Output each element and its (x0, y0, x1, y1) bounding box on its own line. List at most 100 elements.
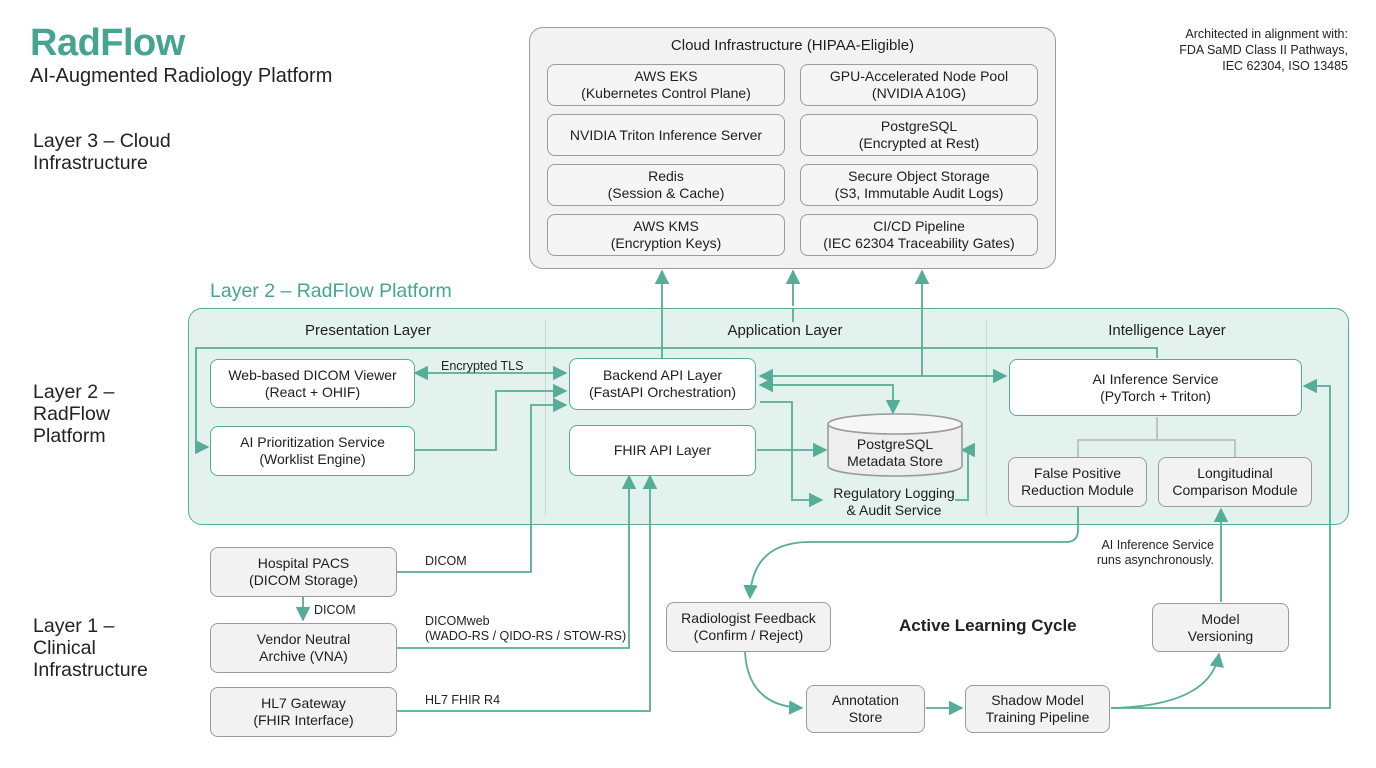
box-subtitle: (NVIDIA A10G) (871, 85, 967, 101)
box-title: Model (1201, 610, 1240, 627)
layer1-label: Layer 1 – Clinical Infrastructure (33, 615, 148, 681)
box-title: Secure Object Storage (848, 168, 990, 184)
gpu-node-pool-box[interactable]: GPU-Accelerated Node Pool (NVIDIA A10G) (800, 64, 1038, 106)
box-title: PostgreSQL (880, 118, 958, 134)
intelligence-layer-heading: Intelligence Layer (1108, 322, 1226, 339)
box-title: Regulatory Logging (833, 485, 955, 501)
box-title: AWS KMS (633, 218, 699, 234)
box-title: PostgreSQL (856, 436, 934, 452)
box-subtitle: Reduction Module (1021, 482, 1134, 498)
vna-box[interactable]: Vendor Neutral Archive (VNA) (210, 623, 397, 673)
box-title: GPU-Accelerated Node Pool (829, 68, 1009, 84)
layer1-label-line: Clinical (33, 637, 96, 659)
aws-kms-box[interactable]: AWS KMS (Encryption Keys) (547, 214, 785, 256)
platform-title: Layer 2 – RadFlow Platform (210, 280, 452, 302)
box-subtitle: (Encryption Keys) (610, 235, 722, 251)
dicomweb-label-line: (WADO-RS / QIDO-RS / STOW-RS) (425, 629, 627, 643)
dicomweb-label: DICOMweb (WADO-RS / QIDO-RS / STOW-RS) (425, 614, 626, 644)
false-positive-module-box[interactable]: False Positive Reduction Module (1008, 457, 1147, 507)
async-note-line: AI Inference Service (1101, 538, 1214, 552)
model-versioning-box[interactable]: Model Versioning (1152, 603, 1289, 652)
box-title: Vendor Neutral (256, 631, 351, 647)
dicomweb-label-line: DICOMweb (425, 614, 490, 628)
layer3-label-line: Layer 3 – Cloud (33, 130, 171, 152)
box-subtitle: (Encrypted at Rest) (858, 135, 980, 151)
annotation-store-box[interactable]: Annotation Store (806, 685, 925, 733)
box-subtitle: Training Pipeline (985, 709, 1090, 725)
brand-logo: RadFlow (30, 22, 185, 64)
box-title: FHIR API Layer (613, 442, 712, 458)
box-subtitle: Versioning (1187, 627, 1254, 644)
cloud-panel-title: Cloud Infrastructure (HIPAA-Eligible) (670, 37, 915, 54)
layer1-label-line: Infrastructure (33, 659, 148, 681)
postgres-cloud-box[interactable]: PostgreSQL (Encrypted at Rest) (800, 114, 1038, 156)
dicom-viewer-box[interactable]: Web-based DICOM Viewer (React + OHIF) (210, 359, 415, 408)
encrypted-tls-label: Encrypted TLS (441, 359, 524, 373)
fhir-api-box[interactable]: FHIR API Layer (569, 425, 756, 476)
dicom-pacs-label: DICOM (425, 554, 467, 568)
layer-divider (986, 320, 987, 515)
aws-eks-box[interactable]: AWS EKS (Kubernetes Control Plane) (547, 64, 785, 106)
feedback-to-annotation-line (744, 651, 804, 715)
compliance-note-line: IEC 62304, ISO 13485 (1222, 59, 1348, 73)
layer3-label: Layer 3 – Cloud Infrastructure (33, 130, 171, 174)
box-title: AI Prioritization Service (240, 434, 385, 450)
box-subtitle: (FastAPI Orchestration) (588, 384, 737, 400)
box-subtitle: (FHIR Interface) (253, 712, 354, 728)
compliance-note-line: FDA SaMD Class II Pathways, (1179, 43, 1348, 57)
shadow-training-box[interactable]: Shadow Model Training Pipeline (965, 685, 1110, 733)
shadow-to-versioning-line (1110, 652, 1224, 709)
layer2-label-line: Layer 2 – (33, 381, 115, 403)
ai-inference-service-box[interactable]: AI Inference Service (PyTorch + Triton) (1009, 359, 1302, 416)
hospital-pacs-box[interactable]: Hospital PACS (DICOM Storage) (210, 547, 397, 597)
box-subtitle: (Session & Cache) (607, 185, 725, 201)
box-subtitle: & Audit Service (846, 502, 942, 518)
layer2-label: Layer 2 – RadFlow Platform (33, 381, 114, 447)
box-subtitle: Store (848, 709, 883, 725)
box-subtitle: Archive (VNA) (259, 648, 348, 664)
triton-server-box[interactable]: NVIDIA Triton Inference Server (547, 114, 785, 156)
box-subtitle: (Confirm / Reject) (693, 627, 804, 643)
box-subtitle: (React + OHIF) (264, 383, 361, 400)
box-subtitle: (Worklist Engine) (259, 451, 366, 467)
box-title: AWS EKS (634, 68, 698, 84)
compliance-note: Architected in alignment with: FDA SaMD … (1088, 26, 1348, 74)
box-title: AI Inference Service (1092, 370, 1219, 387)
box-title: HL7 Gateway (261, 695, 346, 711)
compliance-note-line: Architected in alignment with: (1185, 27, 1348, 41)
box-title: Redis (648, 168, 684, 184)
object-storage-box[interactable]: Secure Object Storage (S3, Immutable Aud… (800, 164, 1038, 206)
box-title: Annotation (832, 692, 899, 708)
metadata-store-cylinder-icon (827, 413, 963, 477)
box-subtitle: (DICOM Storage) (249, 572, 358, 588)
radiologist-feedback-box[interactable]: Radiologist Feedback (Confirm / Reject) (666, 602, 831, 652)
redis-box[interactable]: Redis (Session & Cache) (547, 164, 785, 206)
box-title: Backend API Layer (602, 367, 723, 383)
ai-prioritization-box[interactable]: AI Prioritization Service (Worklist Engi… (210, 426, 415, 476)
cicd-pipeline-box[interactable]: CI/CD Pipeline (IEC 62304 Traceability G… (800, 214, 1038, 256)
longitudinal-module-box[interactable]: Longitudinal Comparison Module (1158, 457, 1312, 507)
presentation-layer-heading: Presentation Layer (305, 322, 431, 339)
layer3-label-line: Infrastructure (33, 152, 148, 174)
box-title: Hospital PACS (257, 555, 350, 571)
regulatory-logging-service[interactable]: Regulatory Logging & Audit Service (818, 485, 970, 519)
async-note: AI Inference Service runs asynchronously… (1060, 538, 1214, 568)
box-subtitle: Comparison Module (1172, 482, 1298, 498)
async-note-line: runs asynchronously. (1096, 553, 1214, 567)
box-subtitle: (PyTorch + Triton) (1100, 387, 1211, 404)
application-layer-heading: Application Layer (727, 322, 843, 339)
box-title: CI/CD Pipeline (873, 218, 965, 234)
active-learning-title: Active Learning Cycle (899, 616, 1077, 635)
box-title: Radiologist Feedback (681, 610, 816, 626)
box-subtitle: (Kubernetes Control Plane) (581, 85, 751, 101)
hl7-gateway-box[interactable]: HL7 Gateway (FHIR Interface) (210, 687, 397, 737)
metadata-store[interactable]: PostgreSQL Metadata Store (826, 436, 964, 470)
brand-tagline: AI-Augmented Radiology Platform (30, 65, 333, 87)
layer1-label-line: Layer 1 – (33, 615, 115, 637)
box-title: Shadow Model (991, 692, 1084, 708)
box-subtitle: (IEC 62304 Traceability Gates) (823, 235, 1015, 251)
box-subtitle: Metadata Store (847, 453, 943, 469)
backend-api-box[interactable]: Backend API Layer (FastAPI Orchestration… (569, 358, 756, 410)
dicom-vna-label: DICOM (314, 603, 356, 617)
box-subtitle: (S3, Immutable Audit Logs) (834, 185, 1004, 201)
